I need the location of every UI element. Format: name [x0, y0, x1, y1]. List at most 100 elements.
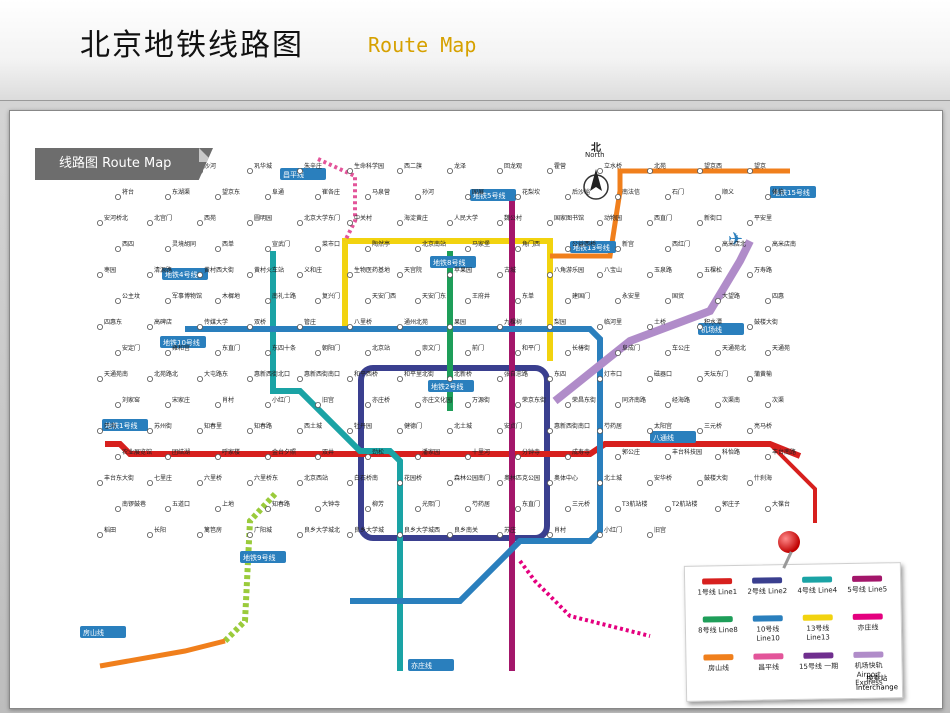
station-dot	[547, 427, 554, 434]
svg-text:地铁5号线: 地铁5号线	[473, 191, 505, 200]
station-label: 西单	[222, 240, 234, 248]
station-dot	[496, 479, 503, 486]
station-label: 十里河	[472, 448, 490, 456]
station-dot	[765, 453, 772, 460]
station-label: 双桥	[254, 318, 266, 326]
station-label: 马家堡	[472, 240, 490, 248]
station-dot	[547, 271, 554, 278]
station-label: 荣昌东街	[572, 396, 596, 404]
station-label: 建国门	[572, 292, 590, 300]
station-dot	[246, 220, 253, 227]
station-label: 芍药居	[604, 422, 622, 430]
line-13	[342, 238, 553, 361]
station-label: 中关村	[354, 214, 372, 222]
station-label: 朱辛庄	[304, 162, 322, 170]
station-label: 木樨地	[222, 292, 240, 300]
station-dot	[446, 271, 453, 278]
station-label: 望京东	[222, 188, 240, 196]
line-badge: 地铁9号线	[240, 551, 286, 563]
station-dot	[414, 194, 421, 201]
station-label: 和平里北街	[404, 370, 434, 378]
station-dot	[314, 505, 321, 512]
station-label: 国展	[472, 189, 484, 196]
station-dot	[146, 375, 153, 382]
station-label: 龙泽	[454, 162, 466, 170]
station-dot	[597, 220, 604, 227]
station-dot	[697, 168, 704, 175]
station-label: 荣京东街	[522, 396, 546, 404]
station-dot	[715, 349, 722, 356]
station-dot	[196, 531, 203, 538]
legend-label: 昌平线	[758, 663, 780, 672]
station-label: 和平西桥	[354, 370, 378, 378]
station-label: 长椿街	[572, 344, 590, 352]
route-map-tab-label: 线路图 Route Map	[59, 156, 172, 171]
station-dot	[97, 220, 104, 227]
station-label: 国贸	[672, 292, 684, 300]
station-dot	[214, 505, 221, 512]
station-label: 八里桥	[354, 318, 372, 326]
station-dot	[97, 427, 104, 434]
station-dot	[446, 479, 453, 486]
station-label: 五道口	[172, 500, 190, 508]
station-dot	[214, 401, 221, 408]
station-dot	[115, 453, 122, 460]
station-dot	[346, 323, 353, 330]
station-label: 北新桥	[454, 370, 472, 378]
station-dot	[296, 427, 303, 434]
station-dot	[164, 194, 171, 201]
station-label: 朝阳门	[322, 344, 340, 352]
station-label: 北土城	[454, 422, 472, 430]
station-label: 光熙门	[422, 500, 440, 508]
station-dot	[296, 375, 303, 382]
station-dot	[747, 427, 754, 434]
station-label: 东直门	[222, 344, 240, 352]
station-dot	[464, 245, 471, 252]
station-dot	[346, 375, 353, 382]
station-label: 经海路	[672, 396, 690, 404]
station-label: 宋家庄	[172, 396, 190, 404]
station-dot	[396, 220, 403, 227]
station-dot	[97, 531, 104, 538]
station-dot	[246, 531, 253, 538]
station-label: 丰台南路	[772, 448, 796, 456]
station-dot	[414, 401, 421, 408]
station-label: 望京	[754, 162, 766, 170]
station-dot	[514, 453, 521, 460]
station-dot	[647, 168, 654, 175]
station-dot	[97, 323, 104, 330]
station-dot	[115, 297, 122, 304]
svg-text:地铁4号线: 地铁4号线	[165, 270, 197, 279]
station-dot	[647, 375, 654, 382]
station-label: 广阳城	[254, 526, 272, 534]
line-badge: 地铁2号线	[428, 380, 474, 392]
station-label: 牡丹园	[354, 422, 372, 430]
station-label: 三元桥	[572, 500, 590, 508]
station-dot	[615, 505, 622, 512]
station-dot	[647, 531, 654, 538]
station-label: 巴沟	[104, 422, 116, 430]
station-label: 东湖渠	[172, 188, 190, 196]
station-label: 临河里	[604, 318, 622, 326]
station-dot	[647, 220, 654, 227]
legend-label: 8号线 Line8	[698, 625, 738, 635]
station-dot	[196, 375, 203, 382]
station-label: 和平门	[522, 344, 540, 352]
station-label: 张自忠路	[504, 370, 528, 378]
legend-label: 5号线 Line5	[847, 585, 888, 595]
station-dot	[514, 194, 521, 201]
station-label: 古城	[504, 266, 516, 274]
station-dot	[765, 245, 772, 252]
station-dot	[246, 479, 253, 486]
pushpin-icon	[778, 531, 800, 553]
legend-item: 8号线 Line8	[694, 616, 742, 636]
station-label: 安定门	[122, 344, 140, 352]
station-label: 长阳	[154, 526, 166, 534]
station-dot	[414, 349, 421, 356]
station-dot	[464, 453, 471, 460]
station-label: 良乡大学城北	[304, 526, 340, 534]
station-label: 灵境胡同	[172, 240, 196, 248]
station-dot	[565, 349, 572, 356]
station-dot	[547, 323, 554, 330]
